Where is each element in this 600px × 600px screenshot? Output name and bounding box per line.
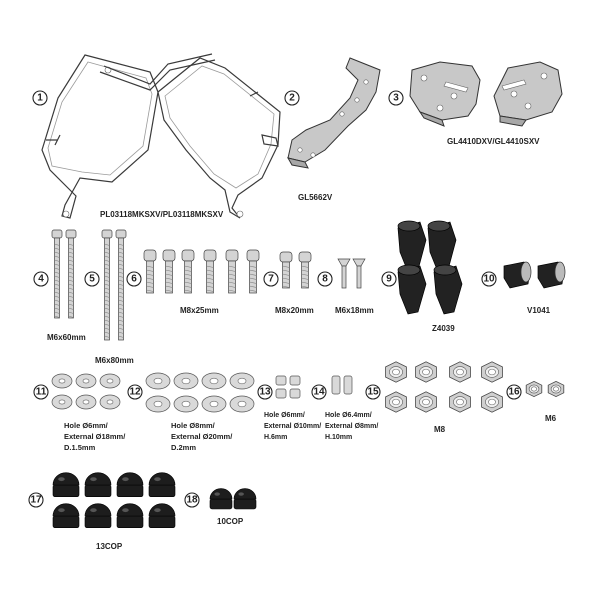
svg-text:16: 16 [508,387,520,398]
part-number-1: 1 [32,90,48,106]
nuts-m8-illustration [385,361,503,413]
part-label-6: M8x25mm [180,306,219,315]
bolts-m8x20-illustration [279,251,312,289]
spacers-part14-illustration [331,375,353,395]
caps-13cop-illustration [52,472,176,528]
part-label-2: GL5662V [298,193,333,202]
part-number-10: 10 [481,271,497,287]
svg-text:6: 6 [131,274,137,285]
part-number-7: 7 [263,271,279,287]
svg-text:12: 12 [129,387,141,398]
caps-10cop-illustration [209,488,257,510]
svg-text:5: 5 [89,274,95,285]
part-label-14-line1: Hole Ø6.4mm/ [325,412,372,419]
part-label-17: 13COP [96,542,123,551]
part-number-8: 8 [317,271,333,287]
part-label-9: Z4039 [432,324,455,333]
part-number-14: 14 [311,384,327,400]
part-label-12-line3: D.2mm [171,443,196,452]
svg-text:1: 1 [37,93,43,104]
part-number-2: 2 [284,90,300,106]
nuts-m6-illustration [525,380,565,398]
part-label-1: PL03118MKSXV/PL03118MKSXV [100,210,224,219]
part-label-4: M6x60mm [47,333,86,342]
part-label-11-line1: Hole Ø6mm/ [64,421,109,430]
part-label-13-line3: H.6mm [264,434,287,441]
svg-text:10: 10 [483,274,495,285]
part-number-13: 13 [257,384,273,400]
part-label-8: M6x18mm [335,306,374,315]
part-number-18: 18 [184,492,200,508]
rubber-spacers-illustration [397,220,463,315]
part-label-3: GL4410DXV/GL4410SXV [447,137,540,146]
svg-text:18: 18 [186,495,198,506]
svg-text:15: 15 [367,387,379,398]
svg-text:8: 8 [322,274,328,285]
part-label-14-line2: External Ø8mm/ [325,423,378,430]
svg-text:13: 13 [259,387,271,398]
svg-text:11: 11 [36,387,47,398]
svg-text:17: 17 [30,495,42,506]
part-number-5: 5 [84,271,100,287]
part-label-16: M6 [545,414,557,423]
part-label-13-line2: External Ø10mm/ [264,423,321,430]
plates-illustration [409,61,563,127]
part-number-4: 4 [33,271,49,287]
spacers-v1041-illustration [503,261,566,289]
part-label-11-line3: D.1.5mm [64,443,96,452]
part-label-18: 10COP [217,517,244,526]
part-label-5: M6x80mm [95,356,134,365]
svg-text:3: 3 [393,93,399,104]
svg-text:9: 9 [386,274,392,285]
spacers-part13-illustration [275,375,301,399]
bolts-m6x60-illustration [51,229,77,319]
part-number-17: 17 [28,492,44,508]
part-label-14-line3: H.10mm [325,434,352,441]
svg-text:14: 14 [313,387,325,398]
washers-part12-illustration [145,372,255,413]
part-label-12-line1: Hole Ø8mm/ [171,421,216,430]
part-number-9: 9 [381,271,397,287]
bracket-illustration [286,57,381,169]
bolts-m8x25-illustration [143,249,260,294]
washers-part11-illustration [51,373,121,410]
part-number-11: 11 [33,384,49,400]
part-number-6: 6 [126,271,142,287]
part-label-15: M8 [434,425,446,434]
bolts-m6x18-illustration [337,258,366,289]
part-label-12-line2: External Ø20mm/ [171,432,233,441]
part-number-12: 12 [127,384,143,400]
part-label-13-line1: Hole Ø6mm/ [264,412,305,419]
long-bolt-threads [54,243,124,338]
svg-text:2: 2 [289,93,295,104]
part-number-3: 3 [388,90,404,106]
part-number-15: 15 [365,384,381,400]
svg-text:4: 4 [38,274,44,285]
part-label-10: V1041 [527,306,551,315]
part-label-7: M8x20mm [275,306,314,315]
svg-text:7: 7 [268,274,274,285]
side-frame-illustration [41,53,281,219]
part-label-11-line2: External Ø18mm/ [64,432,126,441]
part-number-16: 16 [506,384,522,400]
